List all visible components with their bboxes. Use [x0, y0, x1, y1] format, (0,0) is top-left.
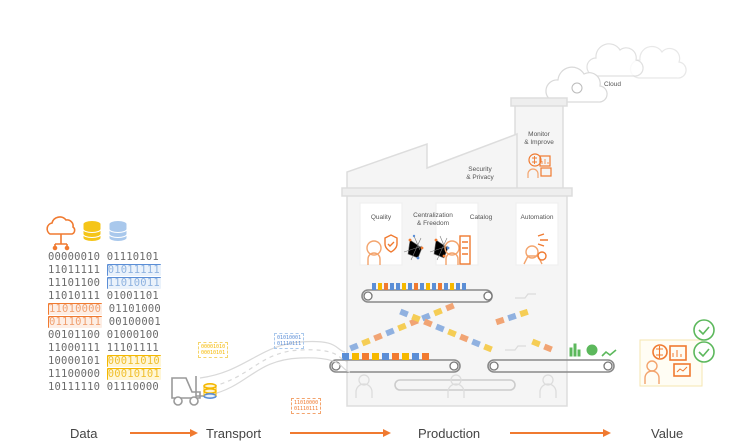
security-privacy-label: Security & Privacy [466, 166, 494, 181]
binary-highlight-yellow: 00010101 [106, 368, 161, 380]
check-circle-icon [693, 319, 715, 363]
binary-row: 11011111 01011111 [48, 264, 161, 276]
packet-line: 00001010 [201, 344, 226, 350]
binary-row: 11010111 01001101 [48, 290, 159, 302]
forklift-icon [171, 376, 217, 406]
binary-text: 00000010 01110101 [48, 251, 159, 263]
packet-line: 00010101 [201, 350, 226, 356]
binary-text: 11000111 11101111 [48, 342, 159, 354]
packet-blue: 01010001 01110111 [274, 333, 305, 349]
section-centralization-label: Centralization & Freedom [413, 212, 453, 227]
binary-text: 10000101 [48, 355, 107, 367]
packet-line: 01010001 [277, 335, 302, 341]
value-charts-icon [569, 343, 617, 357]
monitor-dollar-icon [527, 153, 552, 178]
automation-icon [523, 233, 548, 265]
binary-text: 11010111 01001101 [48, 290, 159, 302]
stage-data-label: Data [70, 426, 98, 441]
binary-text: 11011111 [48, 264, 107, 276]
binary-row: 10111110 01110000 [48, 381, 159, 393]
catalog-icon [444, 235, 471, 265]
database-blue-icon [108, 220, 128, 242]
binary-row: 11100000 00010101 [48, 368, 161, 380]
binary-text: 11100000 [48, 368, 107, 380]
packet-orange: 11010000 01110111 [291, 398, 322, 414]
stage-transport-label: Transport [206, 426, 262, 441]
cloud-group [545, 43, 687, 103]
binary-row: 00000010 01110101 [48, 251, 159, 263]
network-graph-icon [403, 234, 450, 261]
database-yellow-icon [82, 220, 102, 242]
packet-line: 01110111 [277, 341, 302, 347]
cloud-label: Cloud [604, 81, 621, 88]
stage-production-label: Production [418, 426, 481, 441]
quality-icon [366, 234, 398, 265]
data-stream [342, 283, 553, 360]
binary-text: 11101100 [48, 277, 107, 289]
section-catalog-label: Catalog [469, 214, 493, 221]
binary-row: 10000101 00011010 [48, 355, 161, 367]
binary-highlight-blue: 11010011 [106, 277, 161, 289]
binary-text: 00101100 01000100 [48, 329, 159, 341]
faded-worker-icons [355, 293, 557, 398]
person-dollar-chart-icon [639, 339, 703, 387]
binary-row: 11101100 11010011 [48, 277, 161, 289]
binary-text: 00100001 [102, 316, 161, 328]
binary-row: 11010000 01101000 [48, 303, 161, 315]
binary-highlight-orange: 01110111 [48, 316, 103, 328]
binary-text: 01101000 [102, 303, 161, 315]
binary-row: 00101100 01000100 [48, 329, 159, 341]
transport-road [199, 340, 351, 396]
binary-highlight-yellow: 00011010 [106, 355, 161, 367]
cloud-network-icon [46, 216, 76, 251]
binary-highlight-orange: 11010000 [48, 303, 103, 315]
section-quality-label: Quality [370, 214, 392, 221]
packet-yellow: 00001010 00010101 [198, 342, 229, 358]
packet-line: 01110111 [294, 406, 319, 412]
stage-value-label: Value [651, 426, 684, 441]
monitor-improve-label: Monitor & Improve [524, 131, 554, 146]
section-automation-label: Automation [520, 214, 554, 221]
binary-highlight-blue: 01011111 [106, 264, 161, 276]
stage-arrows [130, 429, 611, 437]
packet-line: 11010000 [294, 400, 319, 406]
binary-row: 01110111 00100001 [48, 316, 161, 328]
binary-row: 11000111 11101111 [48, 342, 159, 354]
binary-text: 10111110 01110000 [48, 381, 159, 393]
